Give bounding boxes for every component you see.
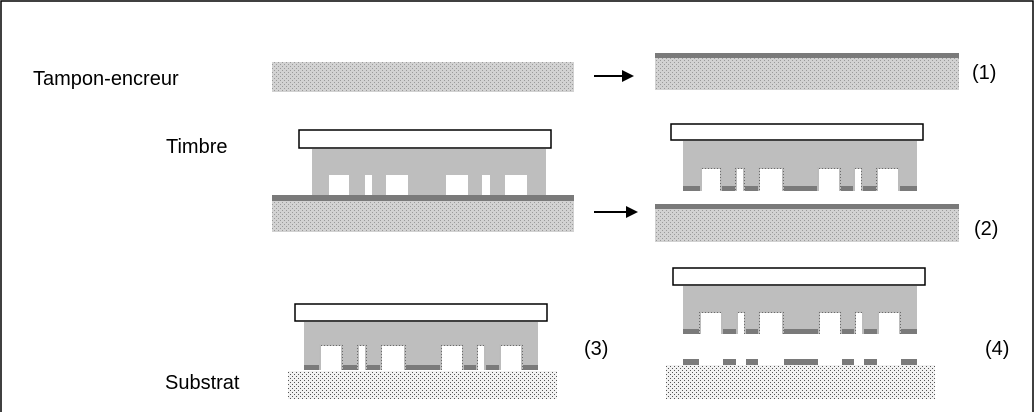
inked-pad	[655, 58, 959, 90]
inked-stamp	[670, 123, 924, 191]
stamp-recess	[321, 346, 341, 370]
stamp-recess	[386, 175, 408, 195]
stamp-recess	[856, 313, 862, 334]
stamp-recess	[359, 346, 365, 370]
ink-layer	[683, 329, 917, 334]
step-2-label: (2)	[974, 218, 998, 240]
stamp-recess	[478, 346, 484, 370]
step-4-label: (4)	[985, 338, 1009, 360]
ink-layer	[683, 186, 917, 191]
stamp-recess	[501, 346, 521, 370]
ink-layer	[304, 365, 538, 370]
stamp-on-pad	[298, 129, 552, 195]
ink-layer	[655, 53, 959, 58]
stamp-recess	[382, 346, 404, 370]
stamp-recess	[737, 169, 743, 191]
stamp-backing	[298, 129, 552, 149]
ink-segment	[864, 359, 877, 365]
step-1-label: (1)	[972, 62, 996, 84]
ink-segment	[683, 359, 699, 365]
stamp-backing	[294, 303, 548, 322]
stamp-recess	[855, 169, 861, 191]
ink-layer	[272, 195, 574, 201]
substrate	[288, 371, 557, 399]
stamp-backing	[672, 267, 926, 286]
step-3-label: (3)	[584, 338, 608, 360]
stamp-recess	[329, 175, 349, 195]
substrate	[666, 365, 935, 399]
stamp-recess	[365, 175, 372, 195]
substrate-label: Substrat	[165, 372, 240, 394]
stamp-recess	[760, 313, 782, 334]
stamp-recess	[878, 169, 898, 191]
ink-segment	[784, 359, 818, 365]
stamp-recess	[879, 313, 899, 334]
ink-segment	[901, 359, 917, 365]
stamp-recess	[442, 346, 462, 370]
ink-pad-label: Tampon-encreur	[33, 68, 179, 90]
stamp-recess	[482, 175, 490, 195]
transferred-pattern	[683, 359, 917, 365]
ink-pad	[272, 62, 574, 92]
stamp-recess	[820, 313, 840, 334]
arrow-icon	[594, 70, 634, 82]
stamp-recess	[760, 169, 782, 191]
ink-segment	[842, 359, 854, 365]
ink-pad	[272, 201, 574, 232]
ink-layer	[655, 204, 959, 209]
stamp-lifted	[672, 267, 926, 334]
arrow-icon	[594, 206, 638, 218]
stamp-on-substrate	[294, 303, 548, 370]
ink-pad	[655, 209, 959, 242]
stamp-recess	[505, 175, 527, 195]
stamp-backing	[670, 123, 924, 141]
stamp-recess	[701, 313, 721, 334]
ink-segment	[723, 359, 736, 365]
stamp-recess	[702, 169, 720, 191]
stamp-recess	[819, 169, 839, 191]
stamp-label: Timbre	[166, 136, 227, 158]
ink-segment	[746, 359, 758, 365]
stamp-recess	[738, 313, 744, 334]
stamp-recess	[446, 175, 468, 195]
